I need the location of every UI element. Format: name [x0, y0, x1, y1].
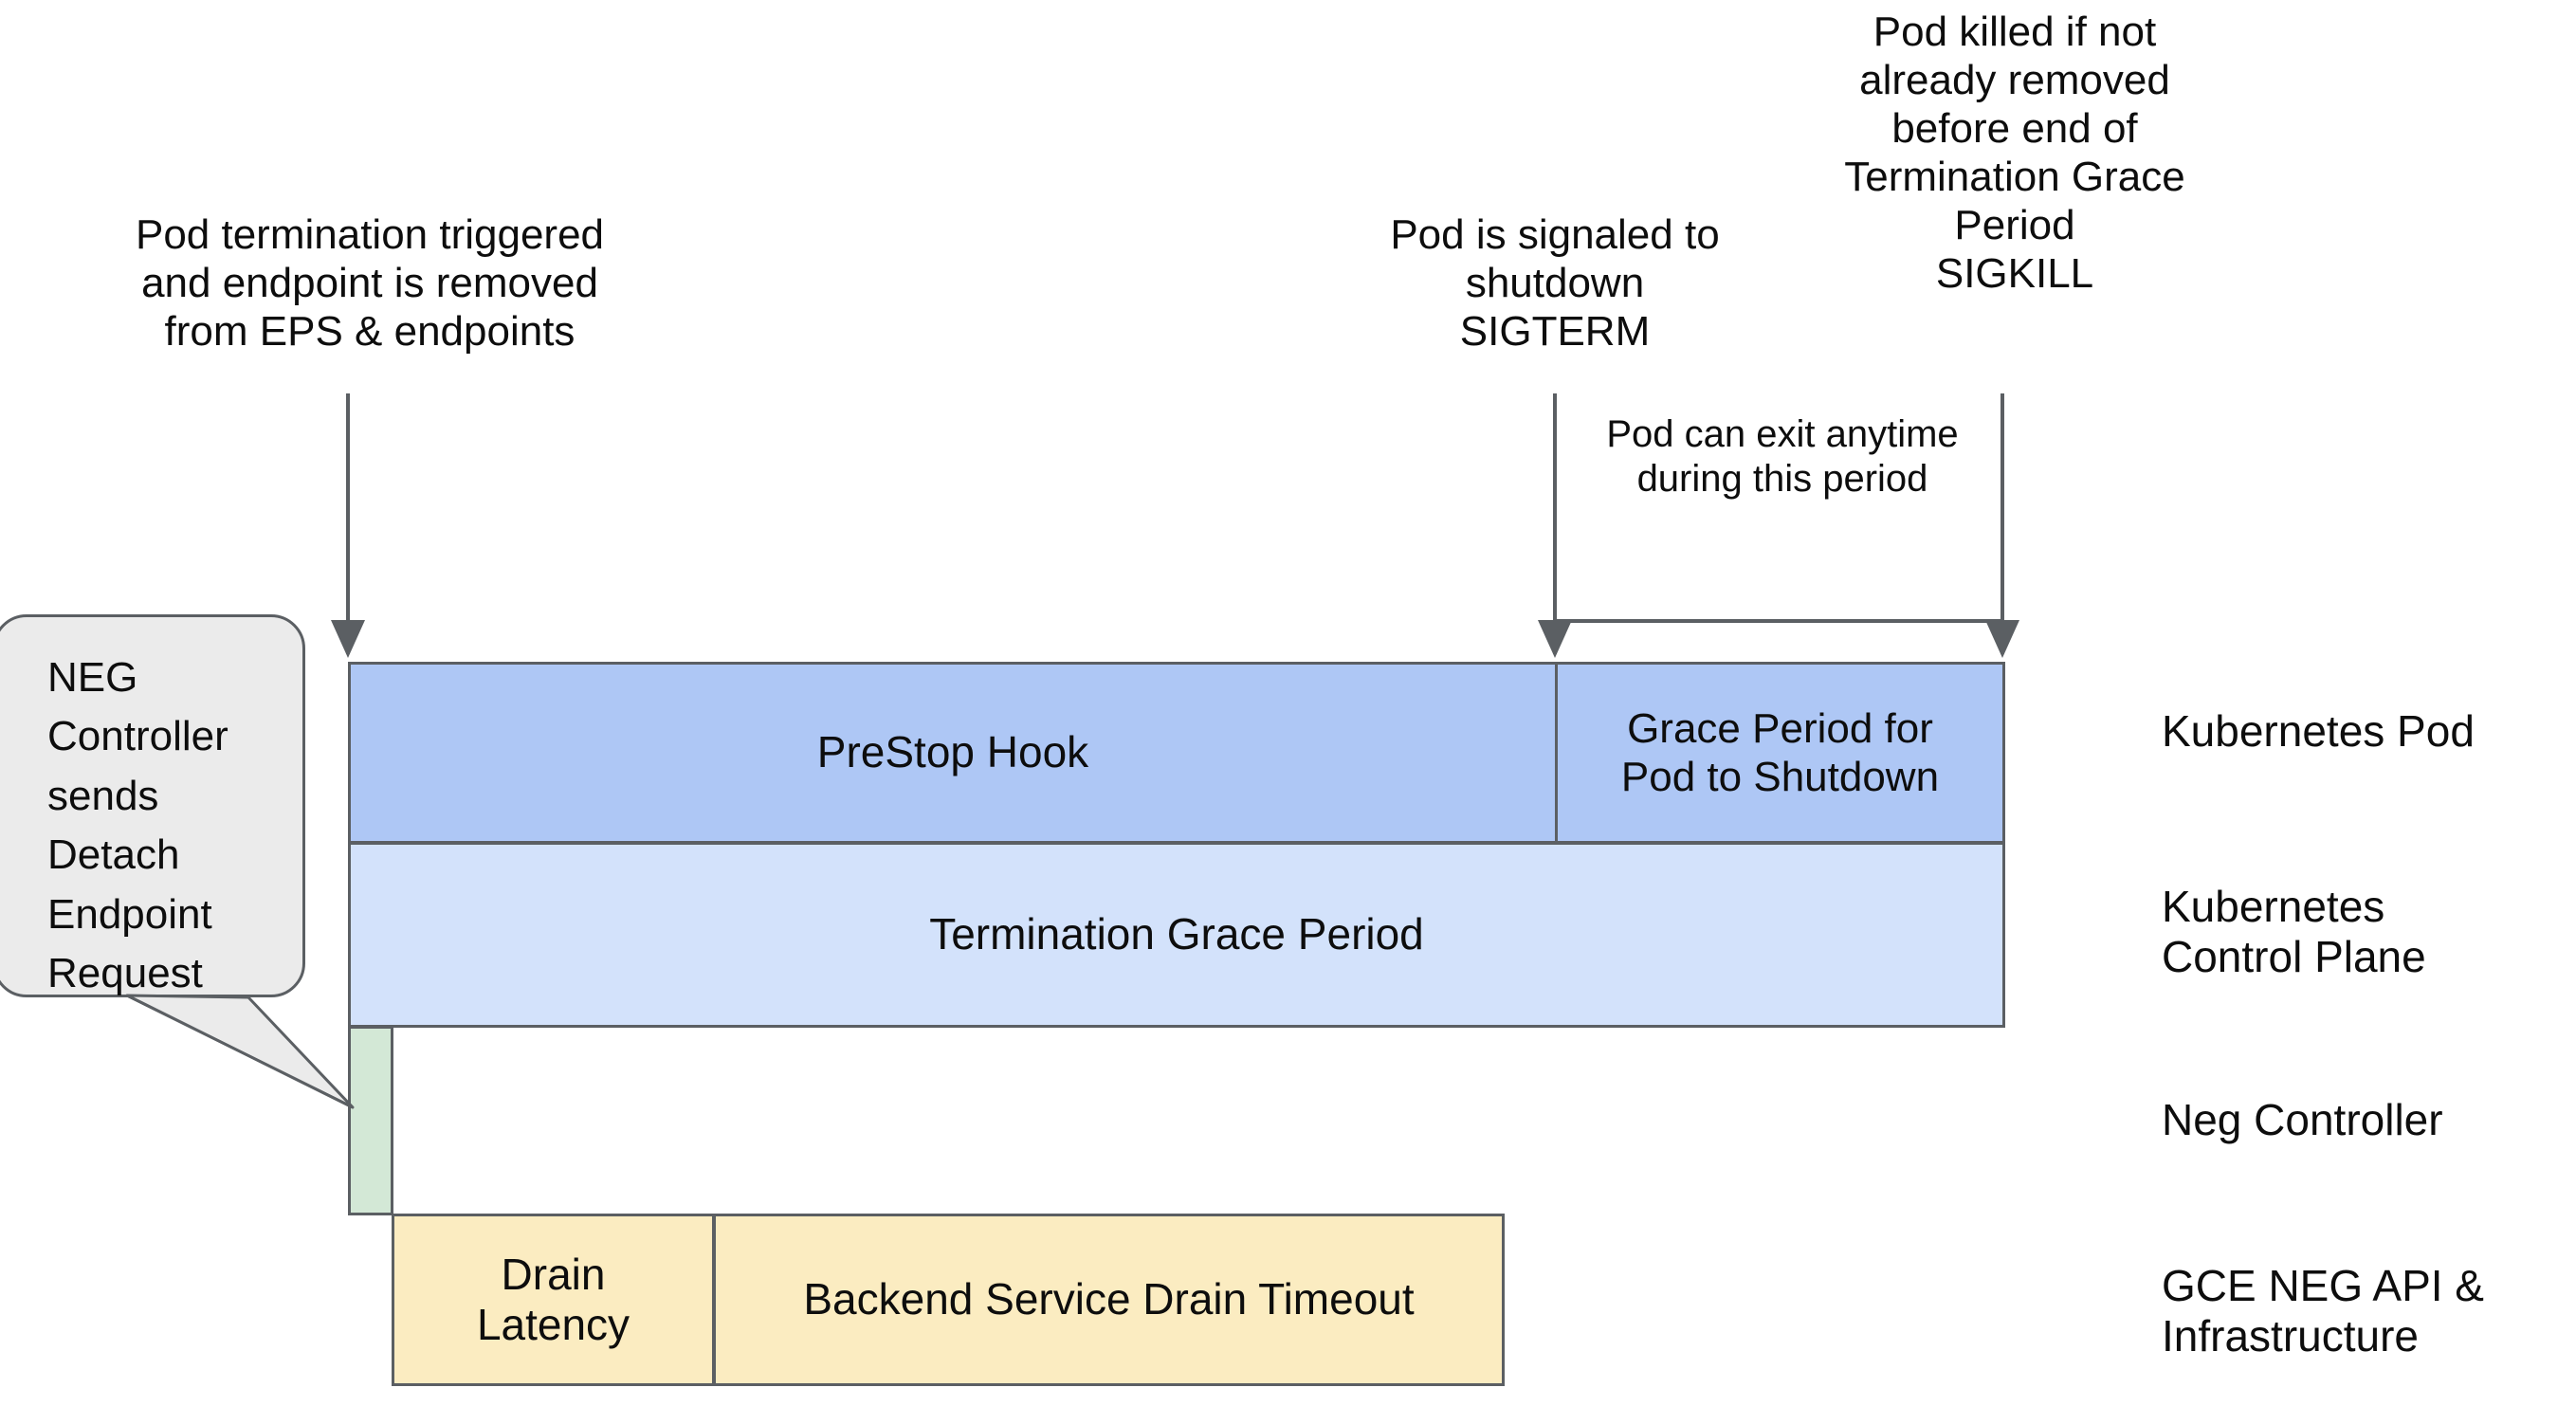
annotation-pod-can-exit: Pod can exit anytime during this period [1606, 413, 1959, 501]
annotation-pod-signaled-shutdown: Pod is signaled to shutdown SIGTERM [1390, 211, 1720, 356]
callout-bubble-shape [0, 614, 305, 997]
bar-neg-controller-activity [348, 1026, 393, 1215]
bar-drain-latency: Drain Latency [392, 1214, 715, 1386]
lane-label-gce-neg-api: GCE NEG API & Infrastructure [2162, 1261, 2484, 1361]
bar-prestop-hook: PreStop Hook [348, 662, 1558, 844]
bar-backend-service-drain-timeout: Backend Service Drain Timeout [713, 1214, 1505, 1386]
annotation-pod-termination-triggered: Pod termination triggered and endpoint i… [135, 211, 605, 356]
bar-grace-period-for-pod-to-shutdown: Grace Period for Pod to Shutdown [1555, 662, 2005, 844]
callout-text: NEG Controller sends Detach Endpoint Req… [47, 654, 228, 997]
lane-label-kubernetes-pod: Kubernetes Pod [2162, 706, 2475, 756]
lane-label-kubernetes-control-plane: Kubernetes Control Plane [2162, 882, 2426, 982]
callout-tail-pointer [125, 994, 355, 1109]
bar-termination-grace-period: Termination Grace Period [348, 842, 2005, 1028]
annotation-pod-killed-sigkill: Pod killed if not already removed before… [1844, 9, 2185, 298]
callout-neg-detach-endpoint: NEG Controller sends Detach Endpoint Req… [0, 614, 355, 1109]
lane-label-neg-controller: Neg Controller [2162, 1095, 2443, 1144]
